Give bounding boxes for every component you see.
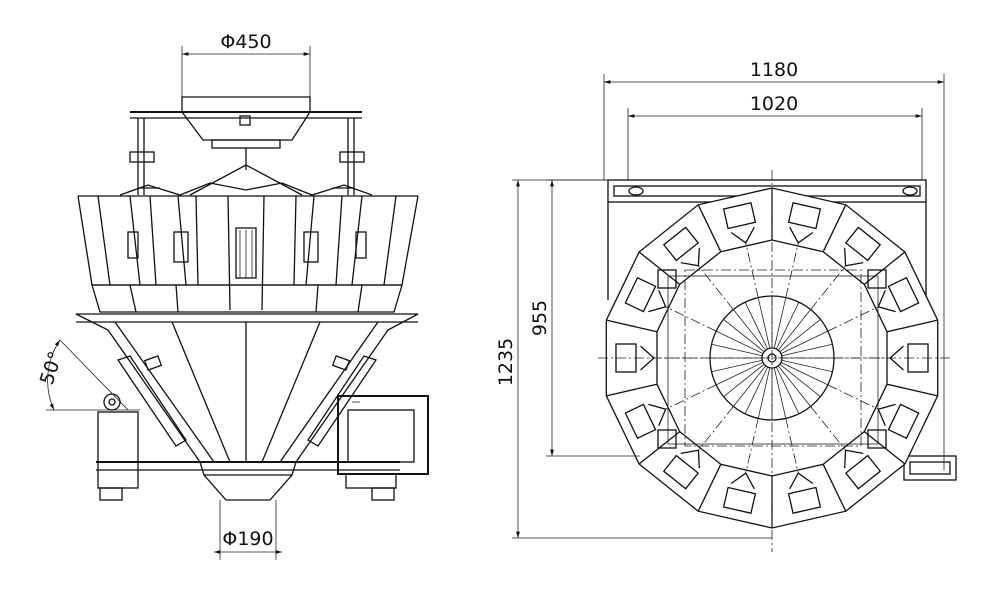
cone-rib [775,366,800,415]
weigh-bucket [787,202,822,230]
cone-rib [733,365,767,407]
dim-overall-width: 1180 [603,59,945,470]
cone-rib [711,343,763,357]
plan-center-cone [654,242,890,474]
bucket-notch [680,449,700,469]
feed-pans [78,182,418,197]
dim-angle: 50° [36,339,140,411]
dim-frame-width: 1020 [627,93,923,180]
cone-rib [723,319,765,353]
cone-rib [779,319,821,353]
cone-rib [781,359,833,373]
cone-rib [715,330,764,355]
bucket-divider [697,204,722,252]
touch-screen-panel [337,395,429,475]
dim-frame-depth-label: 955 [529,300,551,336]
plan-corner-clamps [657,269,887,449]
feed-pan-line [698,406,734,451]
dim-frame-depth: 955 [529,179,640,457]
weigh-bucket [787,486,822,514]
cone-rib [773,367,787,419]
cone-rib [780,330,829,355]
dim-top-inlet: Φ450 [181,31,311,97]
cone-rib [777,309,811,351]
bucket-notch [844,247,864,267]
cone-rib [757,297,771,349]
cone-rib [744,301,769,350]
feed-pan-line [665,384,717,410]
distribution-cone [189,148,303,196]
weigh-bucket [722,202,757,230]
bucket-divider [822,204,847,252]
weigh-bucket [624,403,657,440]
cone-rib [744,366,769,415]
bucket-notch [680,247,700,267]
weigh-bucket [624,276,657,313]
feed-pan-line [810,265,846,310]
weigh-buckets [77,195,419,311]
bucket-notch [789,472,814,490]
bucket-notch [730,472,755,490]
cone-rib [757,367,771,419]
feed-pan-line [698,265,734,310]
feed-pan-line [745,418,759,474]
weigh-bucket [722,486,757,514]
weigh-bucket [662,226,700,262]
feed-pan-line [827,384,879,410]
dim-overall-depth-label: 1235 [495,338,517,386]
dim-outlet: Φ190 [214,500,282,560]
front-elevation-view: Φ450 Φ190 50° [36,31,429,560]
cone-rib [773,297,787,349]
cone-rib [777,365,811,407]
dim-top-inlet-label: Φ450 [220,31,271,53]
weigh-bucket [887,403,920,440]
bucket-divider [863,251,906,285]
weigh-bucket [662,454,700,490]
top-plan-view: 1180 1020 1235 955 [495,59,957,552]
weigh-bucket [844,454,882,490]
feed-pan-line [785,242,799,298]
dim-outlet-label: Φ190 [222,528,273,550]
cone-rib [723,363,765,397]
bucket-divider [886,319,938,333]
weigh-bucket [844,226,882,262]
collecting-chute [75,313,419,501]
feed-pan-line [827,306,879,332]
dim-frame-width-label: 1020 [750,93,798,115]
feed-pan-line [745,242,759,298]
cone-rib [779,363,821,397]
bucket-divider [886,383,938,397]
cone-rib [711,359,763,373]
bucket-divider [822,464,847,512]
top-support-frame [129,111,365,195]
bucket-divider [697,464,722,512]
feed-pan-line [785,418,799,474]
cone-rib [733,309,767,351]
dim-overall-width-label: 1180 [750,59,798,81]
memory-hopper-band [91,284,403,313]
top-hopper [181,96,311,149]
cone-rib [780,361,829,386]
cone-rib [781,343,833,357]
dim-angle-label: 50° [36,349,67,388]
feed-pan-line [665,306,717,332]
dim-overall-depth: 1235 [495,179,772,539]
weigh-bucket [887,276,920,313]
cone-rib [715,361,764,386]
bucket-divider [638,251,681,285]
feed-pan-line [810,406,846,451]
bucket-divider [606,383,658,397]
bucket-divider [606,319,658,333]
bucket-notch [844,449,864,469]
cone-rib [775,301,800,350]
